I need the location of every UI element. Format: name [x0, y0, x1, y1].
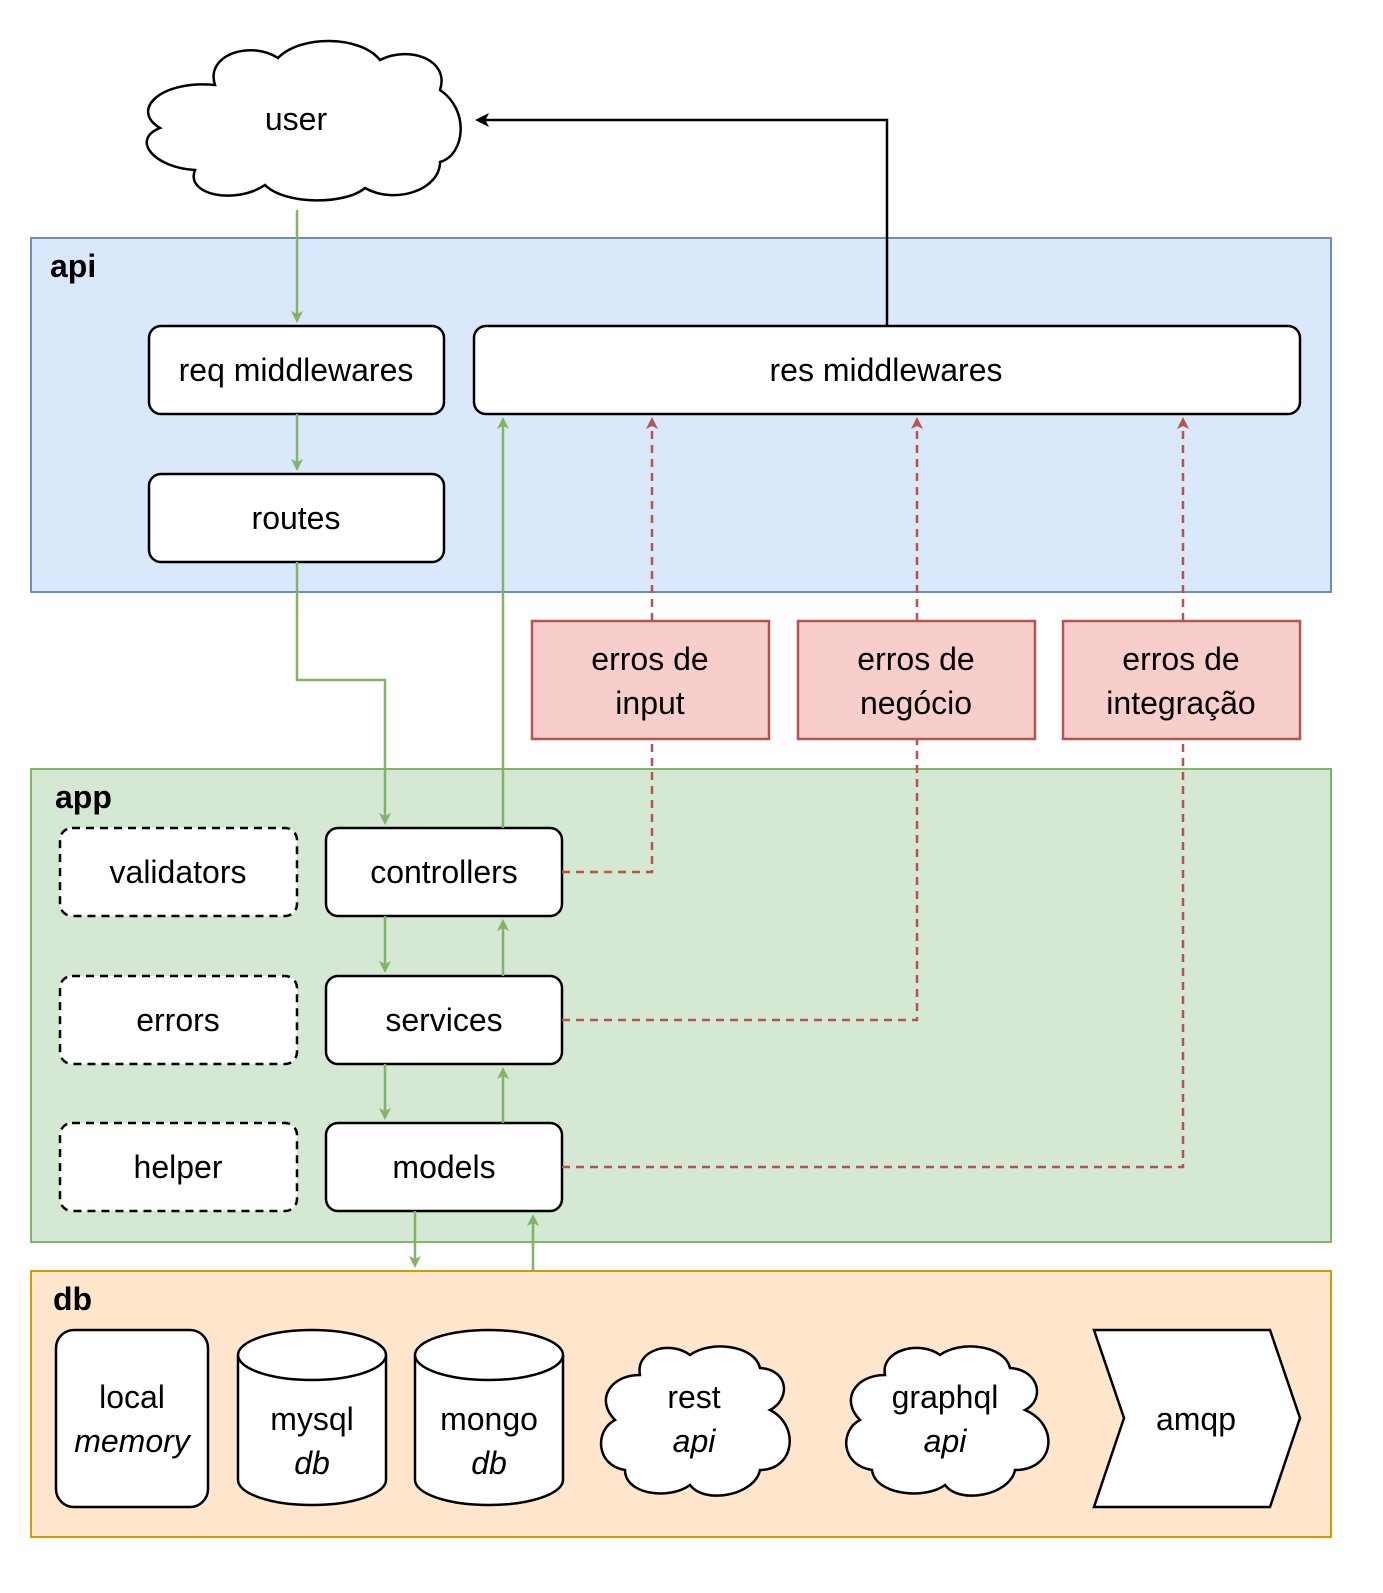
mysql-db-cylinder: mysql db [236, 1328, 388, 1507]
res-middlewares-box: res middlewares [472, 324, 1302, 416]
req-middlewares-label: req middlewares [179, 352, 414, 388]
routes-box: routes [147, 472, 446, 564]
helper-label: helper [134, 1149, 223, 1185]
graphql-label: graphql [892, 1379, 999, 1415]
routes-label: routes [252, 500, 341, 536]
local-memory-box: local memory [54, 1328, 210, 1509]
services-box: services [324, 974, 564, 1066]
graphql-api-label: api [924, 1423, 968, 1459]
local-label: local [99, 1379, 165, 1415]
app-group-title: app [55, 779, 112, 815]
error-negocio-line2: negócio [860, 685, 972, 721]
error-box-input: erros de input [530, 619, 771, 741]
mongo-db-label: db [471, 1445, 507, 1481]
red-error-flow [562, 417, 1189, 1169]
error-integracao-line1: erros de [1122, 641, 1239, 677]
api-group-title: api [50, 248, 96, 284]
models-to-integracao-errors [562, 739, 1185, 1169]
response-arrow [475, 113, 889, 326]
error-negocio-line1: erros de [857, 641, 974, 677]
res-middlewares-label: res middlewares [770, 352, 1003, 388]
req-middlewares-box: req middlewares [147, 324, 446, 416]
user-cloud: user [145, 39, 462, 202]
green-flow [291, 210, 539, 1271]
mongo-db-cylinder: mongo db [413, 1328, 565, 1507]
error-input-line1: erros de [591, 641, 708, 677]
mongo-label: mongo [440, 1401, 538, 1437]
services-to-negocio-errors [562, 739, 919, 1022]
validators-box: validators [58, 826, 299, 918]
services-label: services [385, 1002, 502, 1038]
helper-box: helper [58, 1121, 299, 1213]
graphql-api-cloud: graphql api [845, 1345, 1050, 1497]
rest-api-cloud: rest api [599, 1345, 791, 1497]
error-input-line2: input [615, 685, 685, 721]
amqp-label: amqp [1156, 1401, 1236, 1437]
models-label: models [392, 1149, 495, 1185]
rest-label: rest [667, 1379, 720, 1415]
rest-api-label: api [673, 1423, 717, 1459]
controllers-to-input-errors [562, 739, 654, 874]
memory-label: memory [74, 1423, 192, 1459]
error-box-integracao: erros de integração [1061, 619, 1302, 741]
db-group-title: db [53, 1281, 92, 1317]
error-box-negocio: erros de negócio [796, 619, 1037, 741]
validators-label: validators [110, 854, 247, 890]
user-label: user [265, 101, 328, 137]
models-box: models [324, 1121, 564, 1213]
amqp-shape: amqp [1092, 1328, 1302, 1509]
mysql-db-label: db [294, 1445, 330, 1481]
mysql-label: mysql [270, 1401, 354, 1437]
error-integracao-line2: integração [1106, 685, 1255, 721]
controllers-label: controllers [370, 854, 518, 890]
arrow-routes-to-controllers [295, 562, 391, 825]
errors-label: errors [136, 1002, 220, 1038]
errors-box: errors [58, 974, 299, 1066]
controllers-box: controllers [324, 826, 564, 918]
